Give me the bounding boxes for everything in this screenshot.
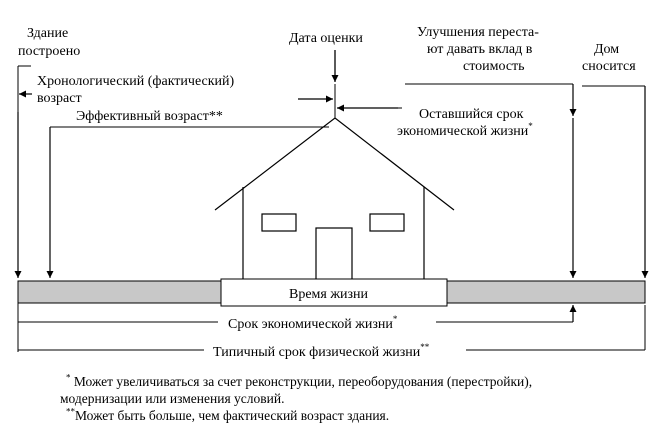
- house-window-left: [261, 213, 297, 232]
- footnote-1-cont: модернизации или изменения условий.: [60, 390, 656, 407]
- timeline-bar-right: [446, 280, 646, 304]
- physical-life-label-bg: [204, 342, 466, 359]
- timeline-bar-left: [17, 280, 222, 304]
- physical-life-label: Типичный срок физической жизни**: [213, 342, 430, 360]
- remaining-life-text: экономической жизни: [397, 124, 529, 139]
- valuation-date-label: Дата оценки: [289, 31, 363, 46]
- house-window-right: [369, 213, 405, 232]
- demolished-label-line1: Дом: [594, 42, 619, 57]
- improvements-label-line2: ют давать вклад в: [427, 42, 533, 57]
- physical-life-mark: **: [420, 342, 430, 352]
- remaining-life-label-line2: экономической жизни*: [397, 121, 533, 139]
- chrono-age-label-line1: Хронологический (фактический): [37, 74, 235, 89]
- house-door: [315, 227, 353, 282]
- economic-life-label: Срок экономической жизни*: [228, 314, 398, 332]
- improvements-label-line3: стоимость: [463, 59, 525, 74]
- footnote-1-mark: *: [66, 372, 71, 383]
- improvements-label-line1: Улучшения переста-: [417, 25, 539, 40]
- built-label-line1: Здание: [27, 26, 68, 41]
- remaining-life-label-line1: Оставшийся срок: [419, 107, 524, 122]
- house-roof: [214, 117, 455, 211]
- footnotes: * Может увеличиваться за счет реконструк…: [60, 373, 656, 424]
- remaining-life-mark: *: [528, 121, 533, 131]
- lifetime-label: Время жизни: [289, 287, 369, 302]
- effective-age-mark: **: [209, 109, 223, 124]
- economic-life-text: Срок экономической жизни: [228, 317, 393, 332]
- footnote-1-line1: Может увеличиваться за счет реконструкци…: [73, 374, 533, 389]
- physical-life-text: Типичный срок физической жизни: [213, 345, 421, 360]
- built-label-line2: построено: [18, 44, 80, 59]
- footnote-1: * Может увеличиваться за счет реконструк…: [66, 373, 656, 390]
- footnote-1-line2: модернизации или изменения условий.: [60, 391, 285, 406]
- footnote-2-mark: **: [66, 406, 75, 417]
- footnote-2: **Может быть больше, чем фактический воз…: [66, 407, 656, 424]
- lifetime-box: [220, 278, 448, 307]
- demolished-label-line2: сносится: [582, 59, 636, 74]
- effective-age-label: Эффективный возраст**: [76, 109, 223, 124]
- effective-age-text: Эффективный возраст: [76, 109, 209, 124]
- chrono-age-label-line2: возраст: [37, 91, 82, 106]
- economic-life-label-bg: [218, 314, 436, 331]
- economic-life-mark: *: [393, 314, 398, 324]
- footnote-2-text: Может быть больше, чем фактический возра…: [75, 408, 390, 423]
